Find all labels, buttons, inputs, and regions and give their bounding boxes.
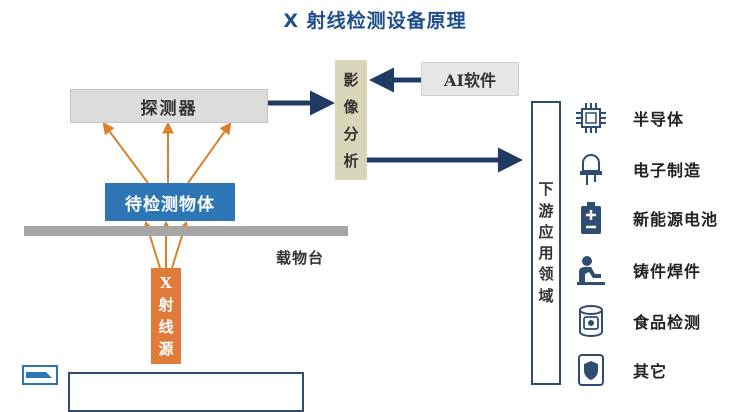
welder-icon xyxy=(577,256,605,285)
source-char: 源 xyxy=(158,339,174,358)
stage-label: 载物台 xyxy=(276,249,325,267)
ray-arrow-right xyxy=(187,122,232,184)
downstream-char: 用 xyxy=(538,244,554,262)
downstream-char: 游 xyxy=(538,201,554,220)
page-title: X 射线检测设备原理 xyxy=(283,10,467,32)
chip-icon xyxy=(576,103,606,133)
object-box: 待检测物体 xyxy=(105,183,235,221)
analysis-char: 析 xyxy=(343,152,359,170)
app-item-battery: 新能源电池 xyxy=(573,198,743,238)
xray-source-box: X 射 线 源 xyxy=(151,268,181,364)
app-item-other: 其它 xyxy=(573,350,743,390)
shield-icon xyxy=(578,354,604,386)
analysis-char: 分 xyxy=(343,125,359,143)
app-label: 食品检测 xyxy=(633,313,702,332)
source-char: X xyxy=(160,273,172,292)
app-label: 半导体 xyxy=(633,110,685,129)
equipment-icon xyxy=(22,365,58,385)
source-char: 线 xyxy=(158,317,174,336)
app-item-food: 食品检测 xyxy=(573,301,743,341)
ai-software-box: AI软件 xyxy=(421,62,519,96)
detector-box: 探测器 xyxy=(70,89,268,123)
downstream-char: 应 xyxy=(538,222,554,241)
led-icon xyxy=(580,154,602,185)
battery-icon xyxy=(581,202,601,234)
app-item-electronics: 电子制造 xyxy=(573,149,743,189)
app-label: 电子制造 xyxy=(633,161,702,180)
app-label: 其它 xyxy=(633,362,668,381)
image-analysis-box: 影 像 分 析 xyxy=(335,60,367,180)
app-label: 铸件焊件 xyxy=(633,262,702,281)
app-item-casting: 铸件焊件 xyxy=(573,250,743,290)
app-item-semiconductor: 半导体 xyxy=(573,98,743,138)
app-label: 新能源电池 xyxy=(633,210,719,229)
food-can-icon xyxy=(579,305,603,337)
analysis-char: 像 xyxy=(343,98,359,116)
downstream-char: 领 xyxy=(538,265,554,284)
downstream-char: 下 xyxy=(538,180,554,199)
downstream-char: 域 xyxy=(538,286,554,305)
ray-arrow-left xyxy=(102,122,149,184)
equipment-box xyxy=(68,372,304,412)
downstream-fields-box: 下 游 应 用 领 域 xyxy=(531,101,561,385)
analysis-char: 影 xyxy=(343,71,359,89)
source-char: 射 xyxy=(158,295,174,314)
stage-bar xyxy=(24,226,348,236)
